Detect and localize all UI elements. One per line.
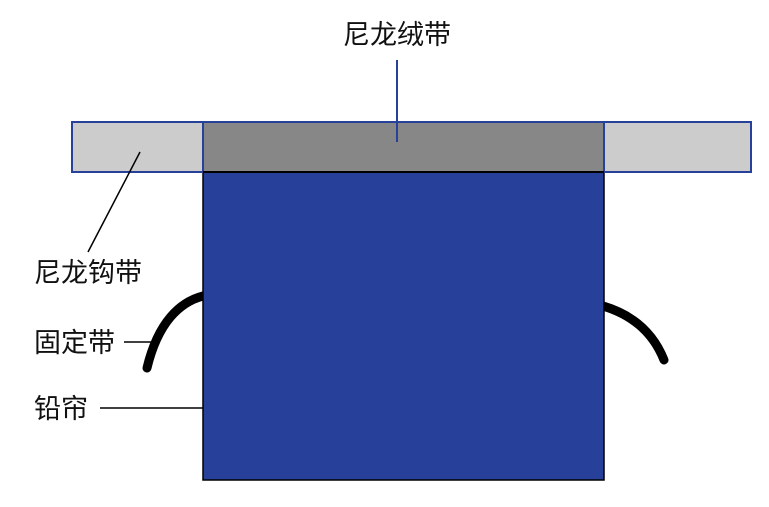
fixing-strap-right [598, 301, 669, 365]
hook-strap-leader [87, 151, 141, 253]
lead-curtain [202, 171, 605, 481]
fixing-strap-left [142, 291, 208, 373]
hook-strap-label: 尼龙钩带 [34, 258, 142, 289]
lead-curtain-label: 铅帘 [34, 394, 88, 425]
velvet-strap-label: 尼龙绒带 [343, 20, 451, 51]
velvet-strap [202, 121, 605, 173]
hook-strap-left [71, 121, 204, 173]
hook-strap-right [603, 121, 752, 173]
fixing-strap-label: 固定带 [34, 328, 115, 359]
